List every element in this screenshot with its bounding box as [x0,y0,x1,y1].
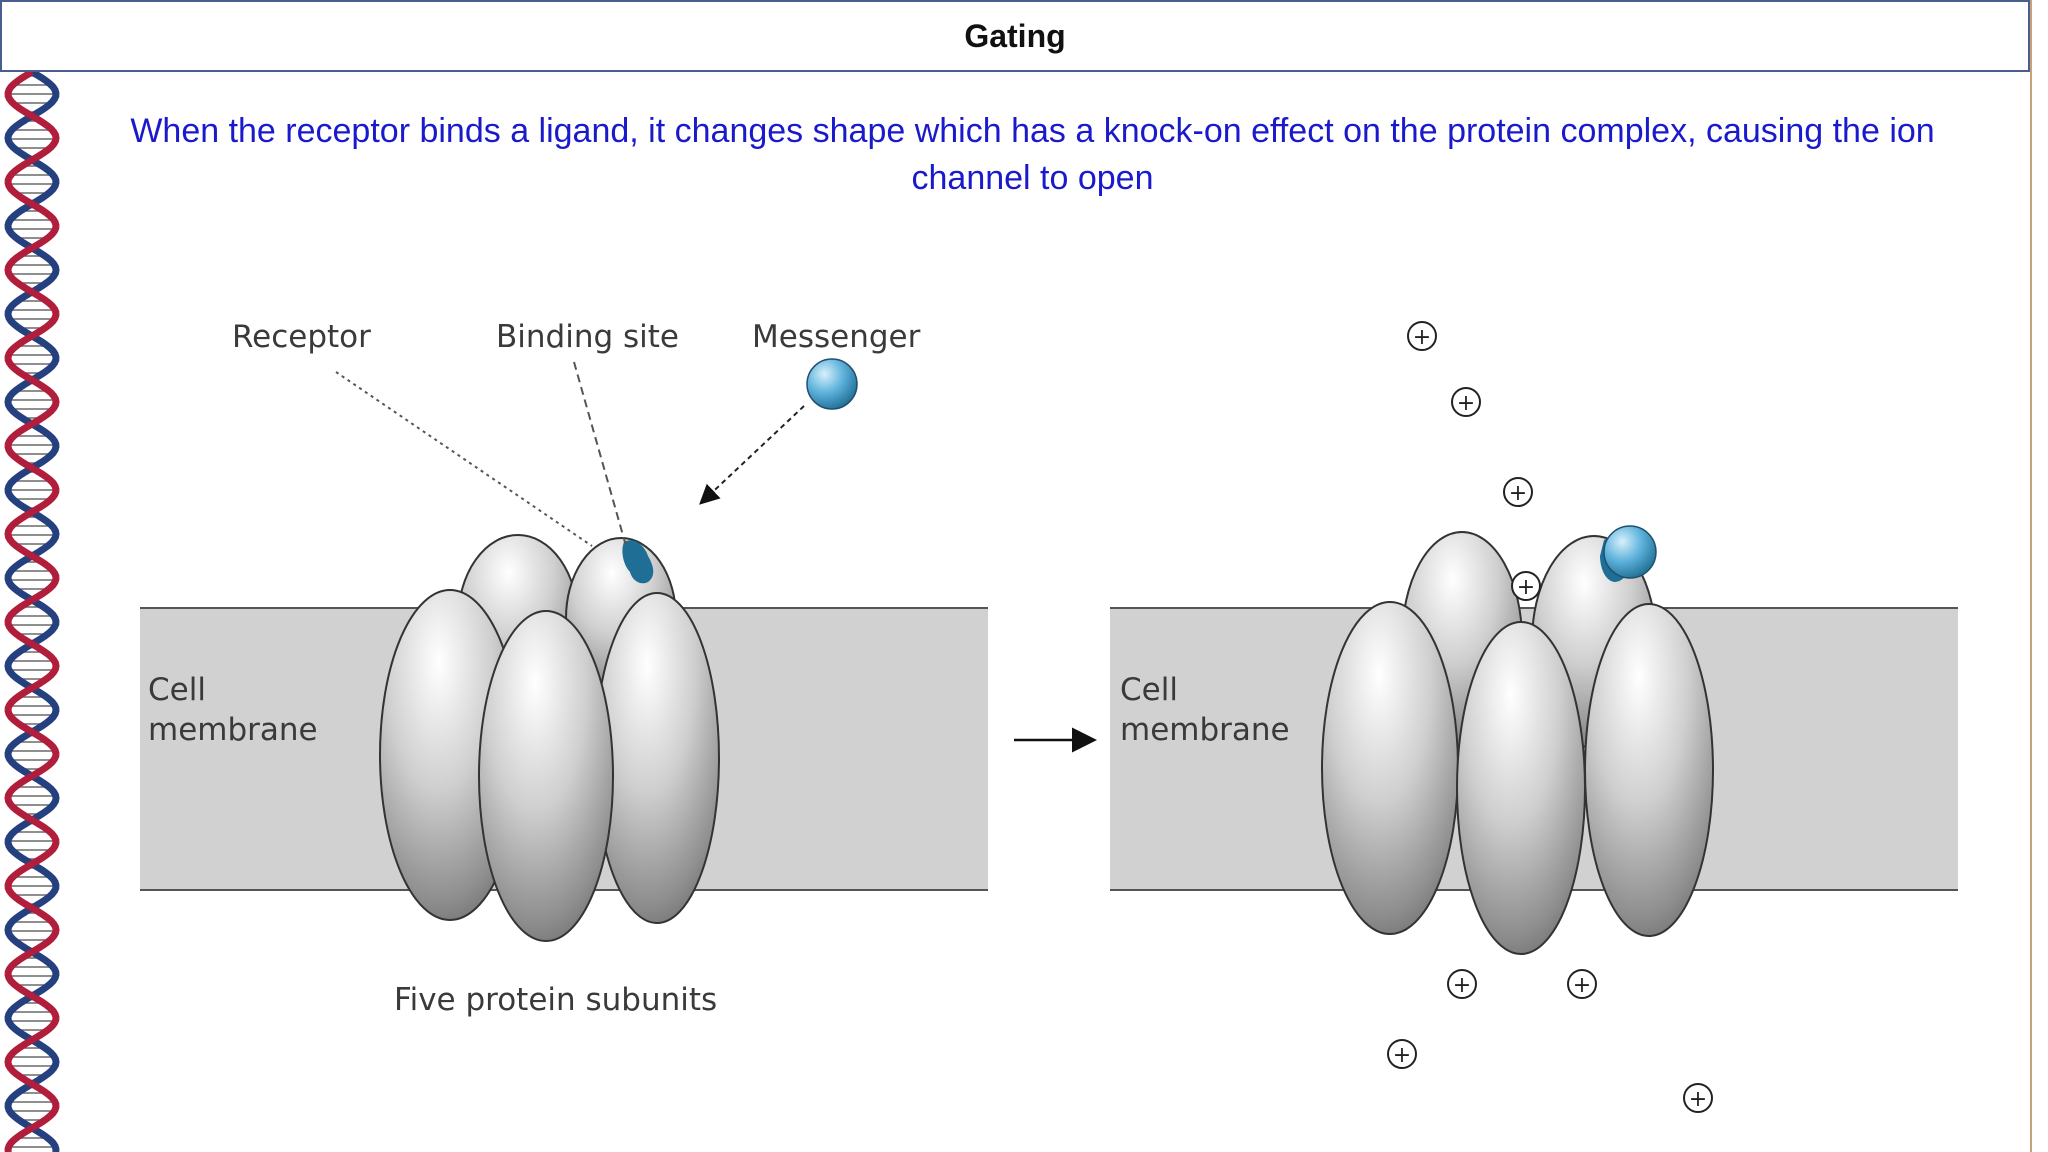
binding-site [622,540,654,584]
ion-2: + [1451,387,1481,417]
protein-subunit-front-center-open [1456,621,1586,955]
ion-4: + [1447,969,1477,999]
dna-strand-red [4,72,60,1152]
receptor-label: Receptor [232,319,371,355]
protein-subunit-front-center [478,610,614,942]
closed-channel-panel: Cell membrane Receptor Binding site Mess… [140,319,988,1018]
right-border-rule [2030,0,2032,1152]
svg-text:+: + [1413,325,1431,350]
ion-6: + [1387,1039,1417,1069]
ion-3: + [1503,477,1533,507]
ion-passing-through: + [1511,571,1541,601]
svg-text:+: + [1689,1087,1707,1112]
slide-subtitle: When the receptor binds a ligand, it cha… [130,112,1935,197]
svg-text:+: + [1453,973,1471,998]
membrane-label-line1-left: Cell [148,672,206,708]
slide-title: Gating [964,17,1066,54]
membrane-label-line2-right: membrane [1120,712,1290,748]
membrane-label-line1-right: Cell [1120,672,1178,708]
five-protein-subunits-label: Five protein subunits [394,982,717,1018]
open-channel-panel: Cell membrane + + + + + + + + [1110,321,1958,1113]
svg-text:+: + [1457,391,1475,416]
binding-site-pointer-line [573,361,627,547]
svg-text:+: + [1509,481,1527,506]
ion-1: + [1407,321,1437,351]
messenger-label: Messenger [752,319,921,355]
svg-text:+: + [1517,575,1535,600]
membrane-label-line2-left: membrane [148,712,318,748]
binding-site-label: Binding site [496,319,679,355]
protein-subunit-front-left-open [1321,601,1459,935]
dna-helix-decoration [4,72,60,1152]
protein-subunit-front-right-open [1584,603,1714,937]
dna-strand-blue [4,72,60,1152]
ion-5: + [1567,969,1597,999]
svg-text:+: + [1573,973,1591,998]
ion-7: + [1683,1083,1713,1113]
messenger-bound [1603,525,1657,579]
messenger-molecule [806,358,858,410]
receptor-pointer-line [335,371,593,547]
title-bar: Gating [0,0,2030,72]
messenger-approach-arrow [699,405,805,505]
svg-text:+: + [1393,1043,1411,1068]
